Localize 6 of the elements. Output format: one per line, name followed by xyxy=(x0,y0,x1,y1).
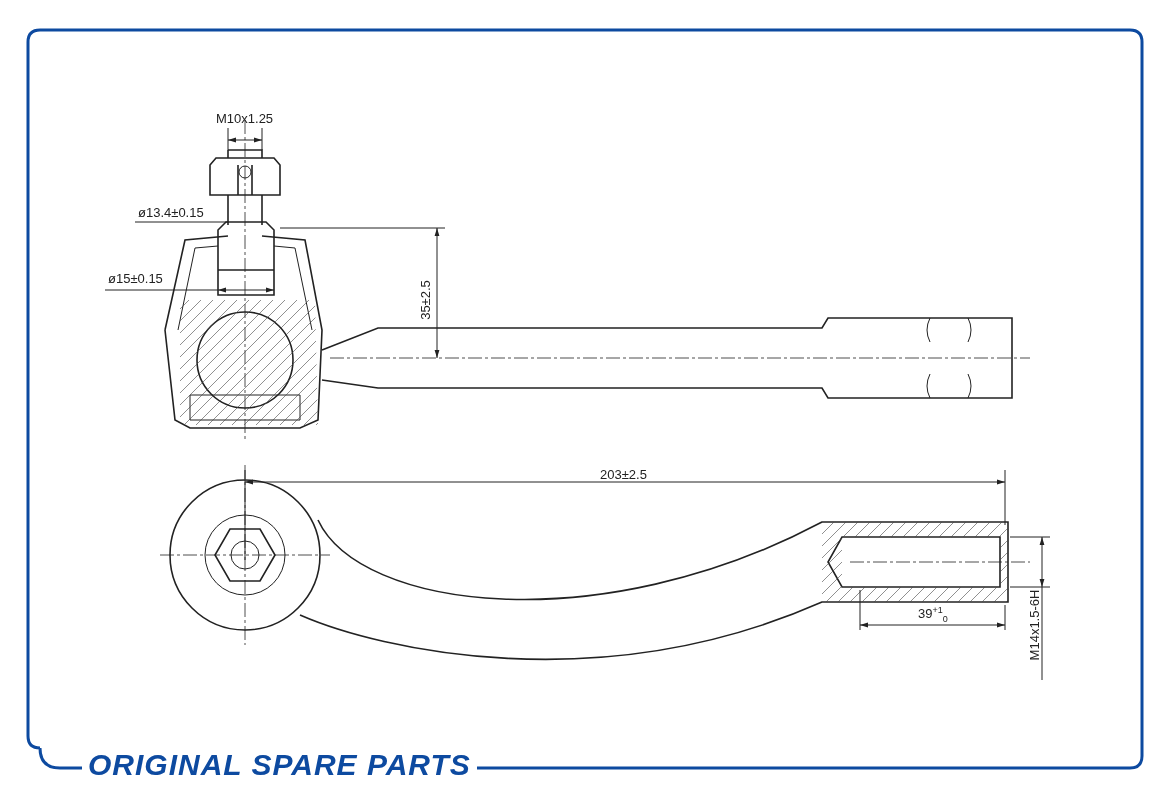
dimension-text: ø15±0.15 xyxy=(108,272,163,285)
dimension-text: 35±2.5 xyxy=(418,280,432,320)
dimension-text: M14x1.5-6H xyxy=(1027,589,1041,661)
dimension-text: M10x1.25 xyxy=(216,112,274,125)
dimension-text: 203±2.5 xyxy=(600,468,647,481)
dimension-text: ø13.4±0.15 xyxy=(138,206,204,219)
